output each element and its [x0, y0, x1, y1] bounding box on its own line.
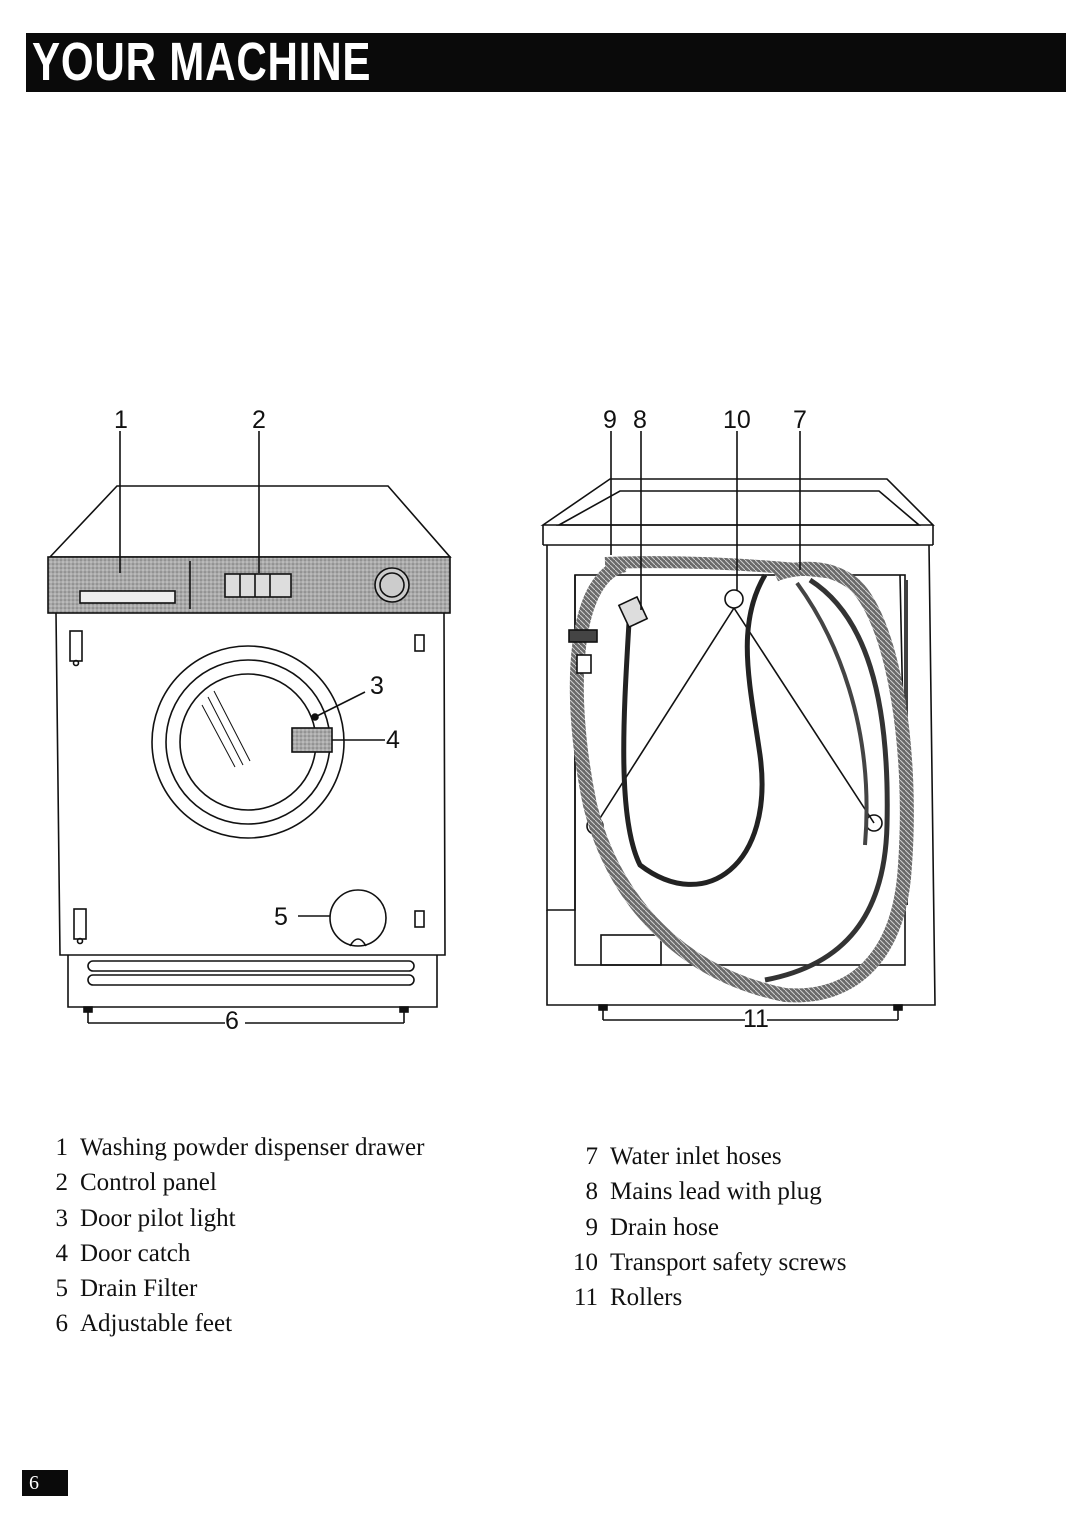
legend-label: Washing powder dispenser drawer: [80, 1134, 425, 1161]
callout-6: 6: [225, 1007, 239, 1035]
legend-label: Control panel: [80, 1169, 217, 1197]
legend-label: Rollers: [610, 1284, 683, 1312]
callout-10: 10: [723, 406, 751, 434]
callout-1: 1: [114, 406, 128, 434]
legend-item: 7 Water inlet hoses: [556, 1139, 847, 1174]
rear-view-diagram: 9 8 10 7 11: [540, 406, 936, 1033]
page-header: YOUR MACHINE: [26, 33, 1066, 92]
legend-item: 9 Drain hose: [556, 1210, 847, 1245]
legend-number: 9: [585, 1213, 599, 1241]
legend-label: Mains lead with plug: [610, 1178, 822, 1206]
legend-number: 11: [573, 1284, 598, 1312]
legend-front-parts: 1 Washing powder dispenser drawer 2 Cont…: [34, 1130, 425, 1342]
legend-item: 3 Door pilot light: [34, 1201, 424, 1236]
page-title: YOUR MACHINE: [32, 32, 372, 92]
legend-label: Water inlet hoses: [610, 1143, 782, 1170]
legend-item: 11 Rollers: [556, 1280, 847, 1315]
callout-4: 4: [386, 726, 400, 754]
callout-8: 8: [633, 406, 647, 434]
legend-item: 8 Mains lead with plug: [556, 1174, 847, 1209]
legend-label: Drain Filter: [80, 1275, 198, 1303]
legend-label: Door catch: [80, 1239, 191, 1267]
legend-number: 8: [585, 1178, 599, 1206]
legend-item: 2 Control panel: [34, 1165, 424, 1200]
callout-5: 5: [274, 903, 288, 931]
callout-9: 9: [603, 406, 617, 434]
legend-number: 3: [55, 1204, 69, 1232]
callout-11: 11: [743, 1005, 769, 1033]
legend-item: 1 Washing powder dispenser drawer: [34, 1130, 425, 1165]
callout-2: 2: [252, 406, 266, 434]
page-number: 6: [22, 1470, 68, 1496]
legend-number: 2: [55, 1169, 69, 1197]
legend-item: 5 Drain Filter: [34, 1271, 424, 1306]
legend-number: 5: [55, 1275, 69, 1303]
legend-rear-parts: 7 Water inlet hoses 8 Mains lead with pl…: [556, 1139, 847, 1315]
legend-number: 10: [573, 1248, 598, 1276]
front-view-diagram: 1 2 3 4 5 6: [47, 406, 452, 1035]
legend-label: Door pilot light: [80, 1204, 236, 1232]
legend-label: Transport safety screws: [610, 1248, 847, 1276]
legend-item: 10 Transport safety screws: [556, 1245, 847, 1280]
legend-number: 6: [55, 1310, 69, 1338]
legend-item: 6 Adjustable feet: [34, 1306, 424, 1341]
legend-number: 1: [55, 1134, 69, 1161]
legend-number: 4: [55, 1239, 69, 1267]
legend-number: 7: [585, 1143, 599, 1170]
legend-label: Drain hose: [610, 1213, 719, 1241]
callout-3: 3: [370, 672, 384, 700]
callout-7: 7: [793, 406, 807, 434]
legend-label: Adjustable feet: [80, 1310, 233, 1338]
legend-item: 4 Door catch: [34, 1236, 424, 1271]
